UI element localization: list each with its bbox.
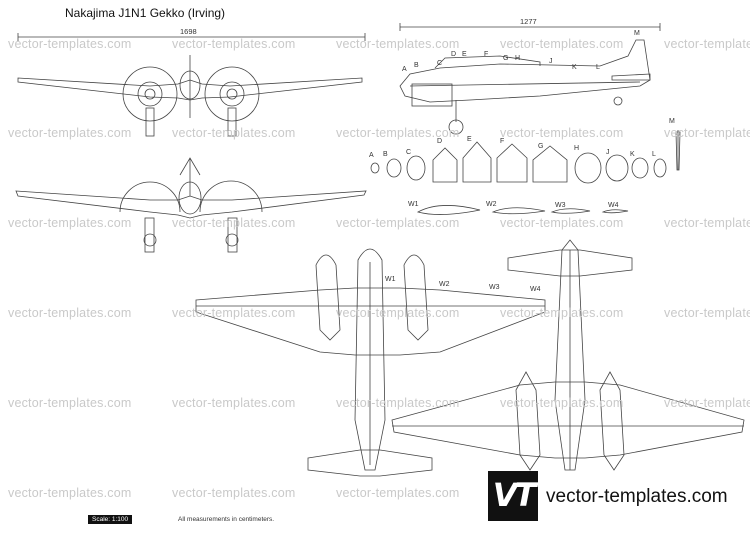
wing-section-label: W4 [608,202,619,209]
section-label: C [406,149,412,156]
side-label: L [596,64,600,71]
side-label: G [503,55,509,62]
watermark-text: vector-templates.com [336,37,460,51]
watermark-text: vector-templates.com [500,37,624,51]
watermark-row: vector-templates.com vector-templates.co… [0,396,750,410]
watermark-text: vector-templates.com [172,37,296,51]
watermark-text: vector-templates.com [664,37,750,51]
watermark-text: vector-templates.com [336,306,460,320]
watermark-row: vector-templates.com vector-templates.co… [0,216,750,230]
watermark-text: vector-templates.com [172,396,296,410]
side-view [399,39,651,135]
section-label: L [652,151,656,158]
watermark-text: vector-templates.com [664,396,750,410]
wing-station-label: W2 [439,281,450,288]
watermark-row: vector-templates.com vector-templates.co… [0,486,750,500]
watermark-text: vector-templates.com [172,306,296,320]
side-label: D [451,51,457,58]
drawing-title: Nakajima J1N1 Gekko (Irving) [65,6,226,20]
watermark-row: vector-templates.com vector-templates.co… [0,126,750,140]
wing-station-label: W4 [530,286,541,293]
watermark-text: vector-templates.com [664,216,750,230]
front-view-bottom [15,157,367,253]
vt-logo: VT [488,471,538,521]
watermark-text: vector-templates.com [336,486,460,500]
wing-station-label: W1 [385,276,396,283]
fuselage-sections [370,130,681,184]
watermark-text: vector-templates.com [500,306,624,320]
scale-badge: Scale: 1:100 [88,515,133,524]
section-label: A [369,152,374,159]
watermark-text: vector-templates.com [172,216,296,230]
side-label: F [484,51,489,58]
section-label: B [383,151,388,158]
section-label: K [630,151,635,158]
section-label: M [669,118,675,125]
side-label: K [572,64,577,71]
length-dimension: 1277 [520,17,537,26]
watermark-text: vector-templates.com [336,216,460,230]
watermark-text: vector-templates.com [336,126,460,140]
watermark-text: vector-templates.com [8,216,132,230]
bottom-view [391,239,745,471]
wing-section-label: W2 [486,201,497,208]
wing-section-label: W1 [408,201,419,208]
watermark-text: vector-templates.com [500,216,624,230]
section-label: F [500,138,505,145]
watermark-text: vector-templates.com [8,486,132,500]
watermark-row: vector-templates.com vector-templates.co… [0,306,750,320]
watermark-text: vector-templates.com [8,396,132,410]
watermark-text: vector-templates.com [8,306,132,320]
section-label: H [574,145,580,152]
section-label: D [437,138,443,145]
side-label: A [402,66,407,73]
watermark-text: vector-templates.com [8,37,132,51]
site-name: vector-templates.com [546,486,728,507]
side-label: M [634,30,640,37]
measurement-note: All measurements in centimeters. [178,516,275,523]
side-label: H [515,55,521,62]
wing-sections [416,205,629,215]
watermark-text: vector-templates.com [664,306,750,320]
watermark-text: vector-templates.com [8,126,132,140]
side-label: J [549,58,553,65]
watermark-text: vector-templates.com [500,126,624,140]
front-view-top [17,55,363,137]
top-view [195,248,546,477]
wing-section-label: W3 [555,202,566,209]
watermark-text: vector-templates.com [336,396,460,410]
wing-station-label: W3 [489,284,500,291]
watermark-row: vector-templates.com vector-templates.co… [0,37,750,51]
watermark-text: vector-templates.com [500,396,624,410]
side-label: B [414,62,419,69]
wingspan-dimension: 1698 [180,27,197,36]
side-label: C [437,60,443,67]
side-label: E [462,51,467,58]
section-label: G [538,143,544,150]
watermark-text: vector-templates.com [664,126,750,140]
section-label: J [606,149,610,156]
section-label: E [467,136,472,143]
watermark-text: vector-templates.com [172,486,296,500]
watermark-text: vector-templates.com [172,126,296,140]
